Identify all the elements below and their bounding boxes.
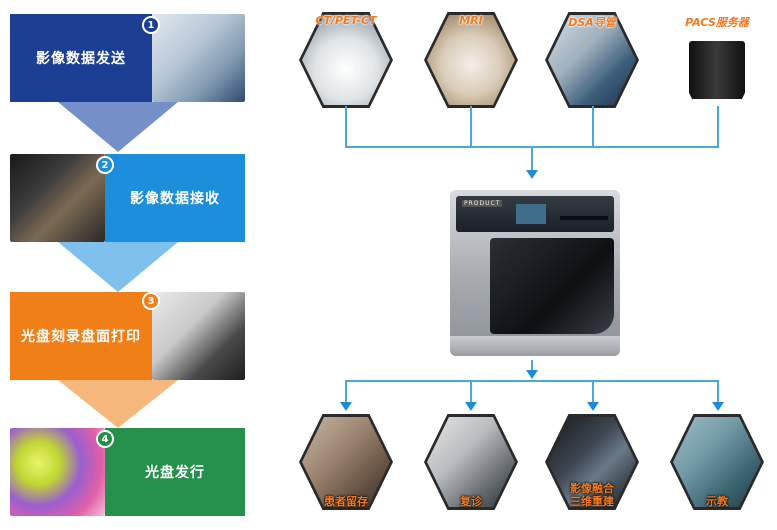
connector-dsa bbox=[592, 106, 594, 148]
connector-mri bbox=[470, 106, 472, 148]
step-4-photo bbox=[10, 428, 105, 516]
step-2-label: 影像数据接收 bbox=[130, 191, 220, 207]
source-dsa-label: DSA导管 bbox=[568, 16, 616, 29]
step-2-block: 影像数据接收 bbox=[105, 154, 245, 242]
funnel-2 bbox=[58, 242, 178, 292]
output-patient-label: 患者留存 bbox=[324, 495, 368, 508]
arrow-teaching bbox=[712, 402, 724, 411]
device-brand-tag: PRODUCT bbox=[462, 200, 503, 207]
step-3-label: 光盘刻录盘面打印 bbox=[21, 329, 141, 345]
arrow-review bbox=[465, 402, 477, 411]
workflow-step-1: 影像数据发送 1 bbox=[10, 14, 245, 102]
connector-from-device bbox=[531, 360, 533, 372]
funnel-1 bbox=[58, 102, 178, 152]
step-1-photo bbox=[152, 14, 245, 102]
step-3-badge: 3 bbox=[142, 292, 160, 310]
pacs-server-photo bbox=[673, 15, 761, 105]
connector-review bbox=[470, 380, 472, 402]
device-window bbox=[490, 238, 614, 334]
connector-to-device bbox=[531, 146, 533, 172]
source-ct-label: CT/PET-CT bbox=[315, 14, 377, 27]
workflow-step-2: 影像数据接收 2 bbox=[10, 154, 245, 242]
connector-ct bbox=[345, 106, 347, 148]
output-teaching-label: 示教 bbox=[706, 495, 728, 508]
device-disc-slot bbox=[560, 216, 608, 220]
step-1-badge: 1 bbox=[142, 16, 160, 34]
source-mri: MRI bbox=[424, 12, 518, 108]
output-fusion: 影像融合 三维重建 bbox=[545, 414, 639, 510]
output-fusion-label: 影像融合 三维重建 bbox=[570, 482, 614, 508]
device-top-panel: PRODUCT bbox=[456, 196, 614, 232]
step-2-badge: 2 bbox=[96, 156, 114, 174]
workflow-step-4: 光盘发行 4 bbox=[10, 428, 245, 516]
device-base bbox=[450, 336, 620, 356]
arrow-to-device bbox=[526, 170, 538, 179]
workflow-step-3: 光盘刻录盘面打印 3 bbox=[10, 292, 245, 380]
output-patient: 患者留存 bbox=[299, 414, 393, 510]
source-dsa: DSA导管 bbox=[545, 12, 639, 108]
source-mri-label: MRI bbox=[459, 14, 483, 27]
step-1-block: 影像数据发送 bbox=[10, 14, 152, 102]
connector-pacs bbox=[717, 106, 719, 148]
source-pacs: PACS服务器 bbox=[670, 12, 764, 108]
step-1-label: 影像数据发送 bbox=[36, 51, 126, 67]
step-2-photo bbox=[10, 154, 105, 242]
step-4-block: 光盘发行 bbox=[105, 428, 245, 516]
connector-fusion bbox=[592, 380, 594, 402]
connector-bottom-bus bbox=[345, 380, 719, 382]
device-display bbox=[516, 204, 546, 224]
output-review-label: 复诊 bbox=[460, 495, 482, 508]
step-3-block: 光盘刻录盘面打印 bbox=[10, 292, 152, 380]
teaching-photo bbox=[673, 417, 761, 507]
output-teaching: 示教 bbox=[670, 414, 764, 510]
source-pacs-label: PACS服务器 bbox=[685, 16, 749, 29]
step-4-badge: 4 bbox=[96, 430, 114, 448]
arrow-from-device bbox=[526, 370, 538, 379]
disc-publisher-device: PRODUCT bbox=[450, 190, 620, 356]
step-4-label: 光盘发行 bbox=[145, 465, 205, 481]
workstation-photo bbox=[548, 417, 636, 507]
funnel-3 bbox=[58, 380, 178, 428]
connector-teaching bbox=[717, 380, 719, 402]
arrow-patient bbox=[340, 402, 352, 411]
arrow-fusion bbox=[587, 402, 599, 411]
connector-patient bbox=[345, 380, 347, 402]
dsa-photo bbox=[548, 15, 636, 105]
output-review: 复诊 bbox=[424, 414, 518, 510]
step-3-photo bbox=[152, 292, 245, 380]
source-ct: CT/PET-CT bbox=[299, 12, 393, 108]
